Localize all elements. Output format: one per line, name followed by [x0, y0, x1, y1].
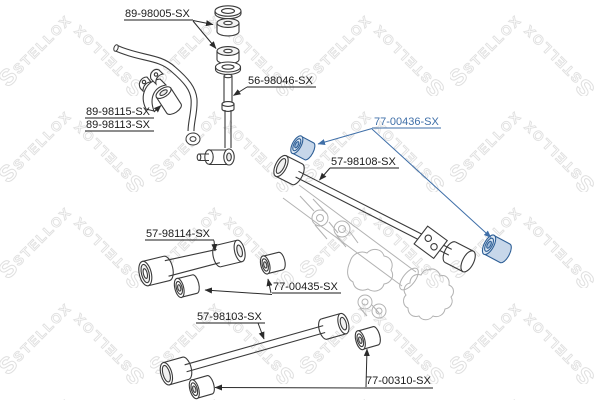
part-label-89-98005-sx[interactable]: 89-98005-SX	[124, 8, 193, 21]
axle-background-art	[282, 184, 454, 321]
stabilizer-bushing-bracket-drawing	[138, 69, 182, 115]
upper-arm-bushing-lower	[173, 274, 200, 299]
part-label-57-98108-sx[interactable]: 57-98108-SX	[330, 156, 399, 169]
svg-text:77-00435-SX: 77-00435-SX	[273, 281, 338, 293]
highlight-leader-lines	[317, 128, 492, 238]
part-label-57-98114-sx[interactable]: 57-98114-SX	[145, 228, 214, 241]
svg-text:57-98103-SX: 57-98103-SX	[197, 311, 262, 323]
upper-arm-drawing	[138, 239, 286, 299]
upper-arm-bushing-right	[259, 251, 286, 275]
part-label-56-98046-sx[interactable]: 56-98046-SX	[247, 75, 316, 88]
lower-arm-bushing-right	[354, 326, 381, 351]
svg-text:89-98005-SX: 89-98005-SX	[125, 8, 190, 20]
highlighted-bushing-left[interactable]	[288, 134, 317, 162]
svg-text:77-00310-SX: 77-00310-SX	[366, 375, 431, 387]
svg-text:56-98046-SX: 56-98046-SX	[248, 75, 313, 87]
svg-text:89-98113-SX: 89-98113-SX	[86, 119, 151, 131]
svg-text:57-98108-SX: 57-98108-SX	[331, 156, 396, 168]
svg-text:89-98115-SX: 89-98115-SX	[86, 106, 151, 118]
part-label-57-98103-sx[interactable]: 57-98103-SX	[196, 311, 265, 324]
track-rod-drawing	[273, 154, 476, 273]
part-label-77-00435-sx[interactable]: 77-00435-SX	[272, 281, 341, 294]
leader-lines	[153, 20, 370, 391]
lower-arm-bushing-lower	[188, 375, 215, 400]
svg-text:57-98114-SX: 57-98114-SX	[146, 228, 211, 240]
part-label-77-00310-sx[interactable]: 77-00310-SX	[364, 375, 433, 389]
highlighted-bushing-right[interactable]	[480, 233, 514, 265]
stabilizer-link-drawing	[196, 5, 242, 166]
stabilizer-bar-drawing	[113, 44, 201, 146]
part-label-77-00436-sx[interactable]: 77-00436-SX	[372, 116, 441, 129]
svg-text:77-00436-SX: 77-00436-SX	[374, 116, 439, 128]
part-label-89-98113-sx[interactable]: 89-98113-SX	[85, 119, 154, 132]
part-label-89-98115-sx[interactable]: 89-98115-SX	[85, 106, 154, 119]
lower-arm-drawing	[159, 312, 381, 400]
